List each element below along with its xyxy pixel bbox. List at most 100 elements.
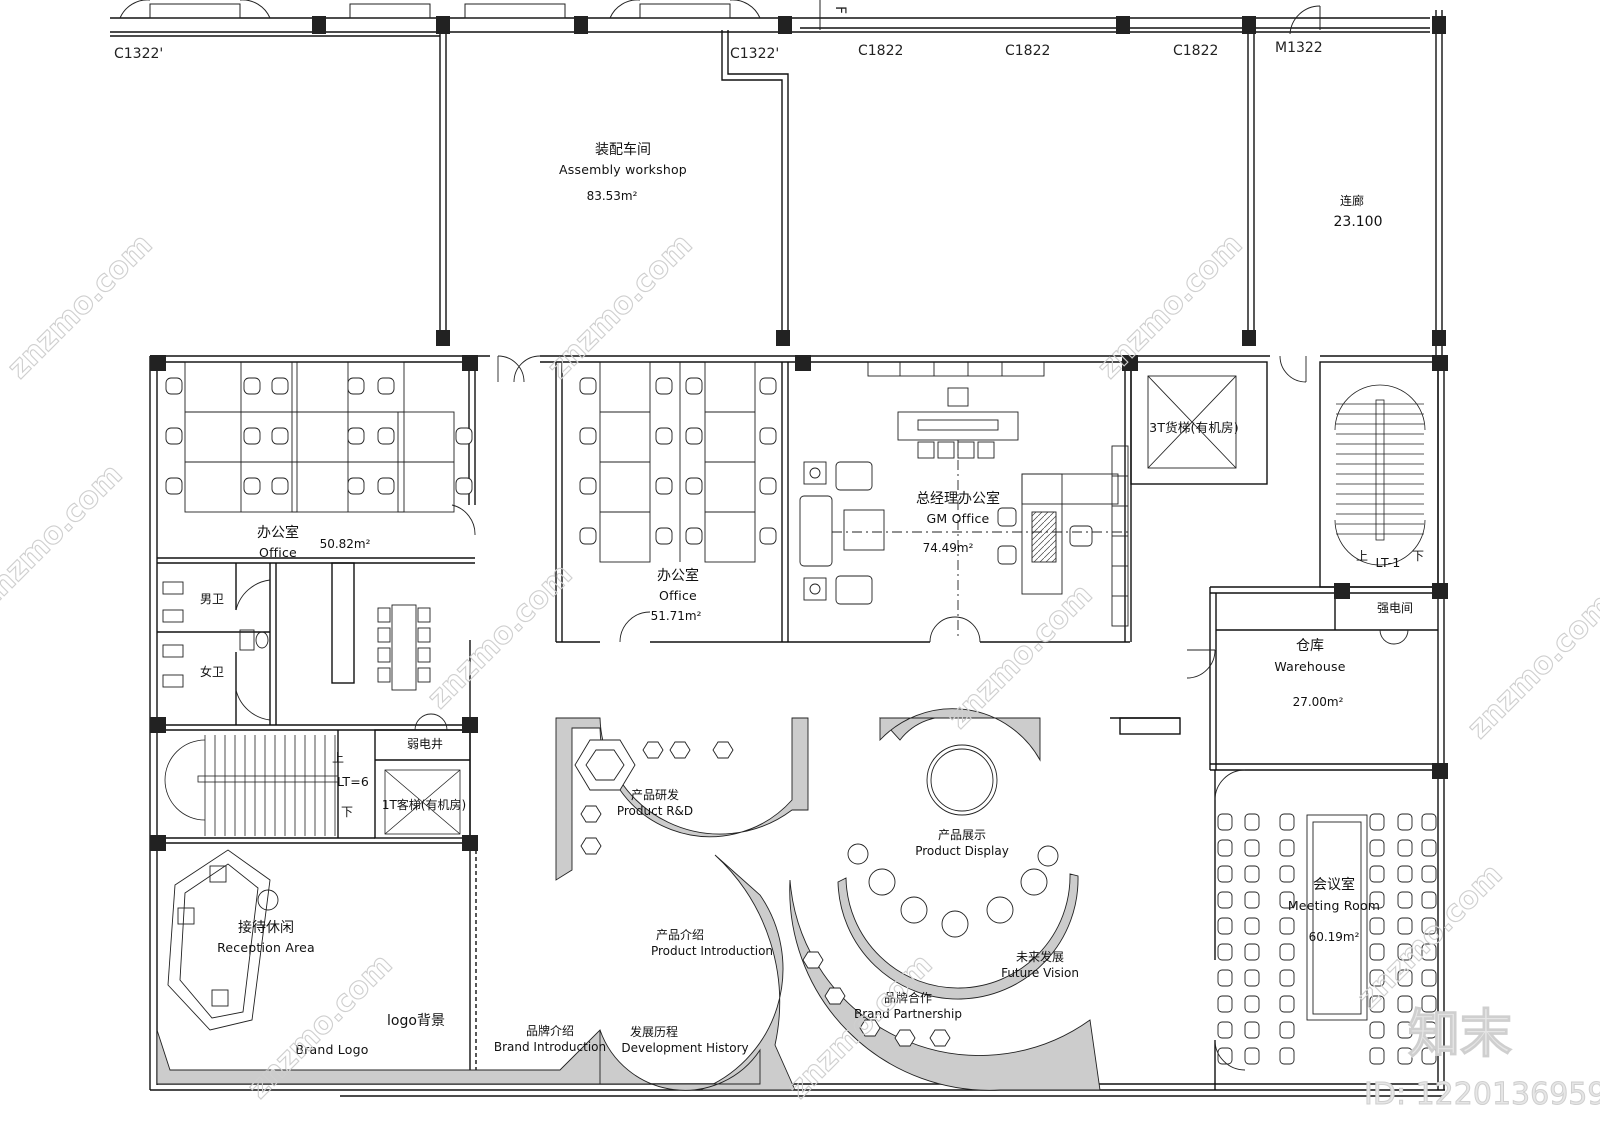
meeting-cn: 会议室	[1313, 876, 1355, 893]
meeting-chair	[1369, 969, 1385, 987]
assembly-en: Assembly workshop	[559, 162, 687, 177]
meeting-chair	[1244, 839, 1260, 857]
reception-cn: 接待休闲	[238, 919, 294, 936]
meeting-chair	[1244, 1047, 1260, 1065]
intro-cn: 产品介绍	[656, 928, 704, 942]
exhibition-walls	[156, 708, 1101, 1091]
gm-area: 74.49m²	[923, 541, 974, 555]
warehouse-area: 27.00m²	[1293, 695, 1344, 709]
meeting-chair	[1421, 969, 1437, 987]
corridor-cn: 连廊	[1340, 193, 1364, 208]
stair-right-label: LT-1	[1376, 555, 1401, 570]
intro-en: Product Introduction	[651, 944, 773, 958]
pass-lift-label: 1T客梯(有机房)	[382, 797, 466, 812]
meeting-chair	[1421, 943, 1437, 961]
watermark-brand: 知末	[1408, 1005, 1512, 1065]
stair-left-up: 上	[332, 751, 344, 765]
office1-area: 50.82m²	[320, 537, 371, 551]
meeting-chair	[1369, 865, 1385, 883]
gm-en: GM Office	[927, 511, 990, 526]
rd-cn: 产品研发	[631, 787, 679, 802]
window-tag-1: C1322'	[114, 46, 163, 62]
meeting-chair	[1217, 995, 1233, 1013]
meeting-chair	[1397, 865, 1413, 883]
window-tag-3: C1822	[858, 43, 903, 59]
meeting-chair	[1421, 917, 1437, 935]
watermark-id: ID: 1220136959	[1364, 1077, 1600, 1112]
meeting-chair	[1279, 1047, 1295, 1065]
assembly-area: 83.53m²	[587, 189, 638, 203]
stair-left-label: LT=6	[337, 774, 369, 789]
meeting-chair	[1217, 865, 1233, 883]
watermark-7: znzmo.com	[1461, 587, 1600, 746]
office1-furniture	[165, 361, 473, 513]
left-stair	[164, 735, 339, 836]
meeting-chair	[1421, 1021, 1437, 1039]
meeting-chair	[1397, 839, 1413, 857]
history-cn: 发展历程	[630, 1024, 678, 1039]
window-tags: C1322' C1322' C1822 C1822 C1822 M1322 F	[114, 6, 1323, 62]
meeting-chair	[1279, 969, 1295, 987]
meeting-chair	[1217, 1047, 1233, 1065]
warehouse-en: Warehouse	[1274, 659, 1345, 674]
office2-area: 51.71m²	[651, 609, 702, 623]
pantry	[377, 604, 431, 691]
office2-furniture	[579, 361, 777, 563]
warehouse-cn: 仓库	[1296, 638, 1324, 654]
pass-lift-symbol	[384, 769, 461, 835]
partner-cn: 品牌合作	[884, 990, 932, 1005]
meeting-chair	[1279, 1021, 1295, 1039]
reception-furniture	[167, 849, 279, 1031]
meeting-chair	[1369, 943, 1385, 961]
meeting-chair	[1244, 943, 1260, 961]
meeting-chair	[1244, 995, 1260, 1013]
window-tag-6: M1322	[1275, 40, 1323, 56]
meeting-chair	[1217, 917, 1233, 935]
office1-en: Office	[259, 545, 297, 560]
window-tag-5: C1822	[1173, 43, 1218, 59]
reception-en: Reception Area	[217, 940, 315, 955]
columns	[150, 16, 1448, 851]
female-wc-label: 女卫	[200, 664, 224, 679]
meeting-chair	[1421, 813, 1437, 831]
watermark-6: znzmo.com	[941, 577, 1100, 736]
meeting-chair	[1279, 943, 1295, 961]
meeting-chair	[1217, 1021, 1233, 1039]
meeting-chair	[1217, 891, 1233, 909]
window-tag-4: C1822	[1005, 43, 1050, 59]
meeting-chair	[1369, 917, 1385, 935]
rd-en: Product R&D	[617, 804, 693, 818]
meeting-chair	[1397, 995, 1413, 1013]
display-en: Product Display	[915, 844, 1009, 858]
meeting-chair	[1369, 1047, 1385, 1065]
future-en: Future Vision	[1001, 966, 1079, 980]
meeting-chair	[1217, 943, 1233, 961]
meeting-chair	[1279, 917, 1295, 935]
meeting-room-furniture	[1217, 813, 1437, 1065]
watermark-1: znzmo.com	[1, 227, 160, 386]
meeting-chair	[1397, 1021, 1413, 1039]
stair-right-down: 下	[1412, 549, 1424, 563]
gm-furniture	[799, 361, 1129, 643]
cargo-lift-label: 3T货梯(有机房)	[1149, 420, 1239, 435]
gm-cn: 总经理办公室	[916, 490, 1000, 507]
window-tag-2: C1322'	[730, 46, 779, 62]
top-fl-tag: F	[832, 6, 848, 14]
meeting-chair	[1217, 969, 1233, 987]
corridor-elev: 23.100	[1334, 214, 1383, 230]
stair-right-up: 上	[1356, 549, 1368, 563]
meeting-chair	[1369, 1021, 1385, 1039]
meeting-chair	[1244, 813, 1260, 831]
meeting-chair	[1397, 917, 1413, 935]
right-stair	[1334, 384, 1426, 566]
meeting-chair	[1421, 839, 1437, 857]
meeting-area: 60.19m²	[1309, 930, 1360, 944]
meeting-chair	[1397, 813, 1413, 831]
meeting-chair	[1279, 995, 1295, 1013]
display-cn: 产品展示	[938, 828, 986, 842]
meeting-chair	[1244, 917, 1260, 935]
office2-cn: 办公室	[657, 567, 699, 584]
meeting-chair	[1279, 813, 1295, 831]
meeting-chair	[1244, 969, 1260, 987]
